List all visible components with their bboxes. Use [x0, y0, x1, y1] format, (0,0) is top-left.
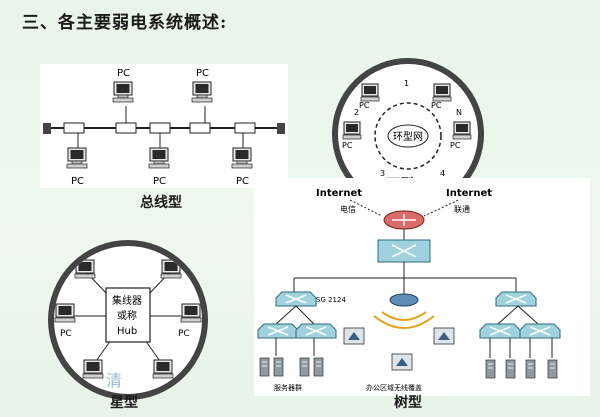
isp-right-label: 联通 [454, 204, 470, 214]
pc-icon [231, 147, 253, 169]
pc-label: PC [431, 101, 442, 110]
tree-topology-diagram: Internet 电信 Internet 联通 SG 2124 [257, 188, 561, 392]
pc-label: PC [342, 141, 353, 150]
bus-tap [234, 122, 256, 134]
pc-icon [112, 81, 134, 103]
bus-tap [189, 122, 211, 134]
node-number: 2 [354, 108, 359, 117]
switch-icon [295, 323, 337, 339]
bus-tap [149, 122, 171, 134]
pc-icon [432, 83, 452, 102]
pc-icon [66, 147, 88, 169]
bus-terminator-right [277, 123, 285, 134]
pc-icon [360, 83, 380, 102]
ring-cable [374, 102, 442, 170]
switch-icon [495, 291, 537, 307]
pc-icon [82, 359, 104, 379]
pc-icon [152, 359, 174, 379]
server-icon [299, 357, 310, 377]
node-number: 4 [440, 169, 445, 178]
ring-center-label: 环型网 [393, 130, 423, 143]
access-point-icon [433, 327, 455, 345]
switch-icon [479, 323, 521, 339]
pc-label: PC [196, 68, 209, 79]
star-topology-diagram: 集线器 或称 Hub PC PC 清 [54, 259, 202, 390]
pc-icon [180, 303, 202, 323]
pc-label: PC [71, 176, 84, 187]
switch-model-label: SG 2124 [316, 296, 346, 304]
server-icon [259, 357, 270, 377]
ring-center-cloud [387, 124, 429, 148]
pc-label: PC [117, 68, 130, 79]
pc-icon [54, 303, 76, 323]
internet-left-label: Internet [316, 188, 362, 199]
page-heading: 三、各主要弱电系统概述: [22, 13, 228, 33]
pc-icon [342, 121, 362, 140]
node-number: N [456, 108, 462, 117]
pc-icon [160, 259, 182, 279]
isp-left-label: 电信 [340, 204, 356, 214]
endpoint-icon [547, 359, 558, 379]
server-group-label: 服务器群 [274, 383, 302, 392]
ring-topology-diagram: 环型网 PC PC PC PC 2 N 3 4 1 [342, 79, 472, 178]
star-caption: 星型 [110, 395, 138, 411]
bus-tap [115, 122, 137, 134]
endpoint-icon [505, 359, 516, 379]
hub-label-line2: 或称 [117, 309, 137, 322]
switch-icon [519, 323, 561, 339]
hub-label-line3: Hub [117, 326, 137, 337]
bus-tap [63, 122, 85, 134]
access-point-icon [343, 327, 365, 345]
node-number: 1 [404, 79, 409, 88]
switch-icon [257, 323, 299, 339]
pc-icon [191, 81, 213, 103]
endpoint-icon [525, 359, 536, 379]
pc-icon [452, 121, 472, 140]
bus-terminator-left [43, 123, 51, 134]
pc-icon [74, 259, 96, 279]
pc-label: PC [153, 176, 166, 187]
bus-caption: 总线型 [140, 195, 182, 211]
node-number: 3 [380, 169, 385, 178]
tree-caption: 树型 [394, 395, 422, 411]
wireless-controller-icon [389, 293, 419, 307]
pc-label: PC [359, 101, 370, 110]
hub-label-line1: 集线器 [112, 294, 142, 307]
pc-label: PC [60, 329, 72, 339]
hub-box [105, 287, 151, 343]
core-switch-icon [377, 239, 431, 263]
star-topology-panel: 集线器 或称 Hub PC PC 清 [48, 240, 208, 400]
pc-icon [148, 147, 170, 169]
server-icon [273, 357, 284, 377]
server-icon [313, 357, 324, 377]
bus-topology-diagram: PC PC PC PC PC [43, 68, 285, 187]
pc-label: PC [178, 329, 190, 339]
tree-topology-panel: Internet 电信 Internet 联通 SG 2124 [254, 178, 590, 396]
watermark-text: 清 [106, 371, 122, 390]
endpoint-icon [485, 359, 496, 379]
pc-label: PC [450, 141, 461, 150]
pc-label: PC [236, 176, 249, 187]
bus-topology-panel: PC PC PC PC PC [40, 64, 288, 188]
wireless-area-label: 办公区域无线覆盖 [366, 383, 422, 392]
access-point-icon [391, 353, 413, 371]
internet-right-label: Internet [446, 188, 492, 199]
switch-icon [275, 291, 317, 307]
